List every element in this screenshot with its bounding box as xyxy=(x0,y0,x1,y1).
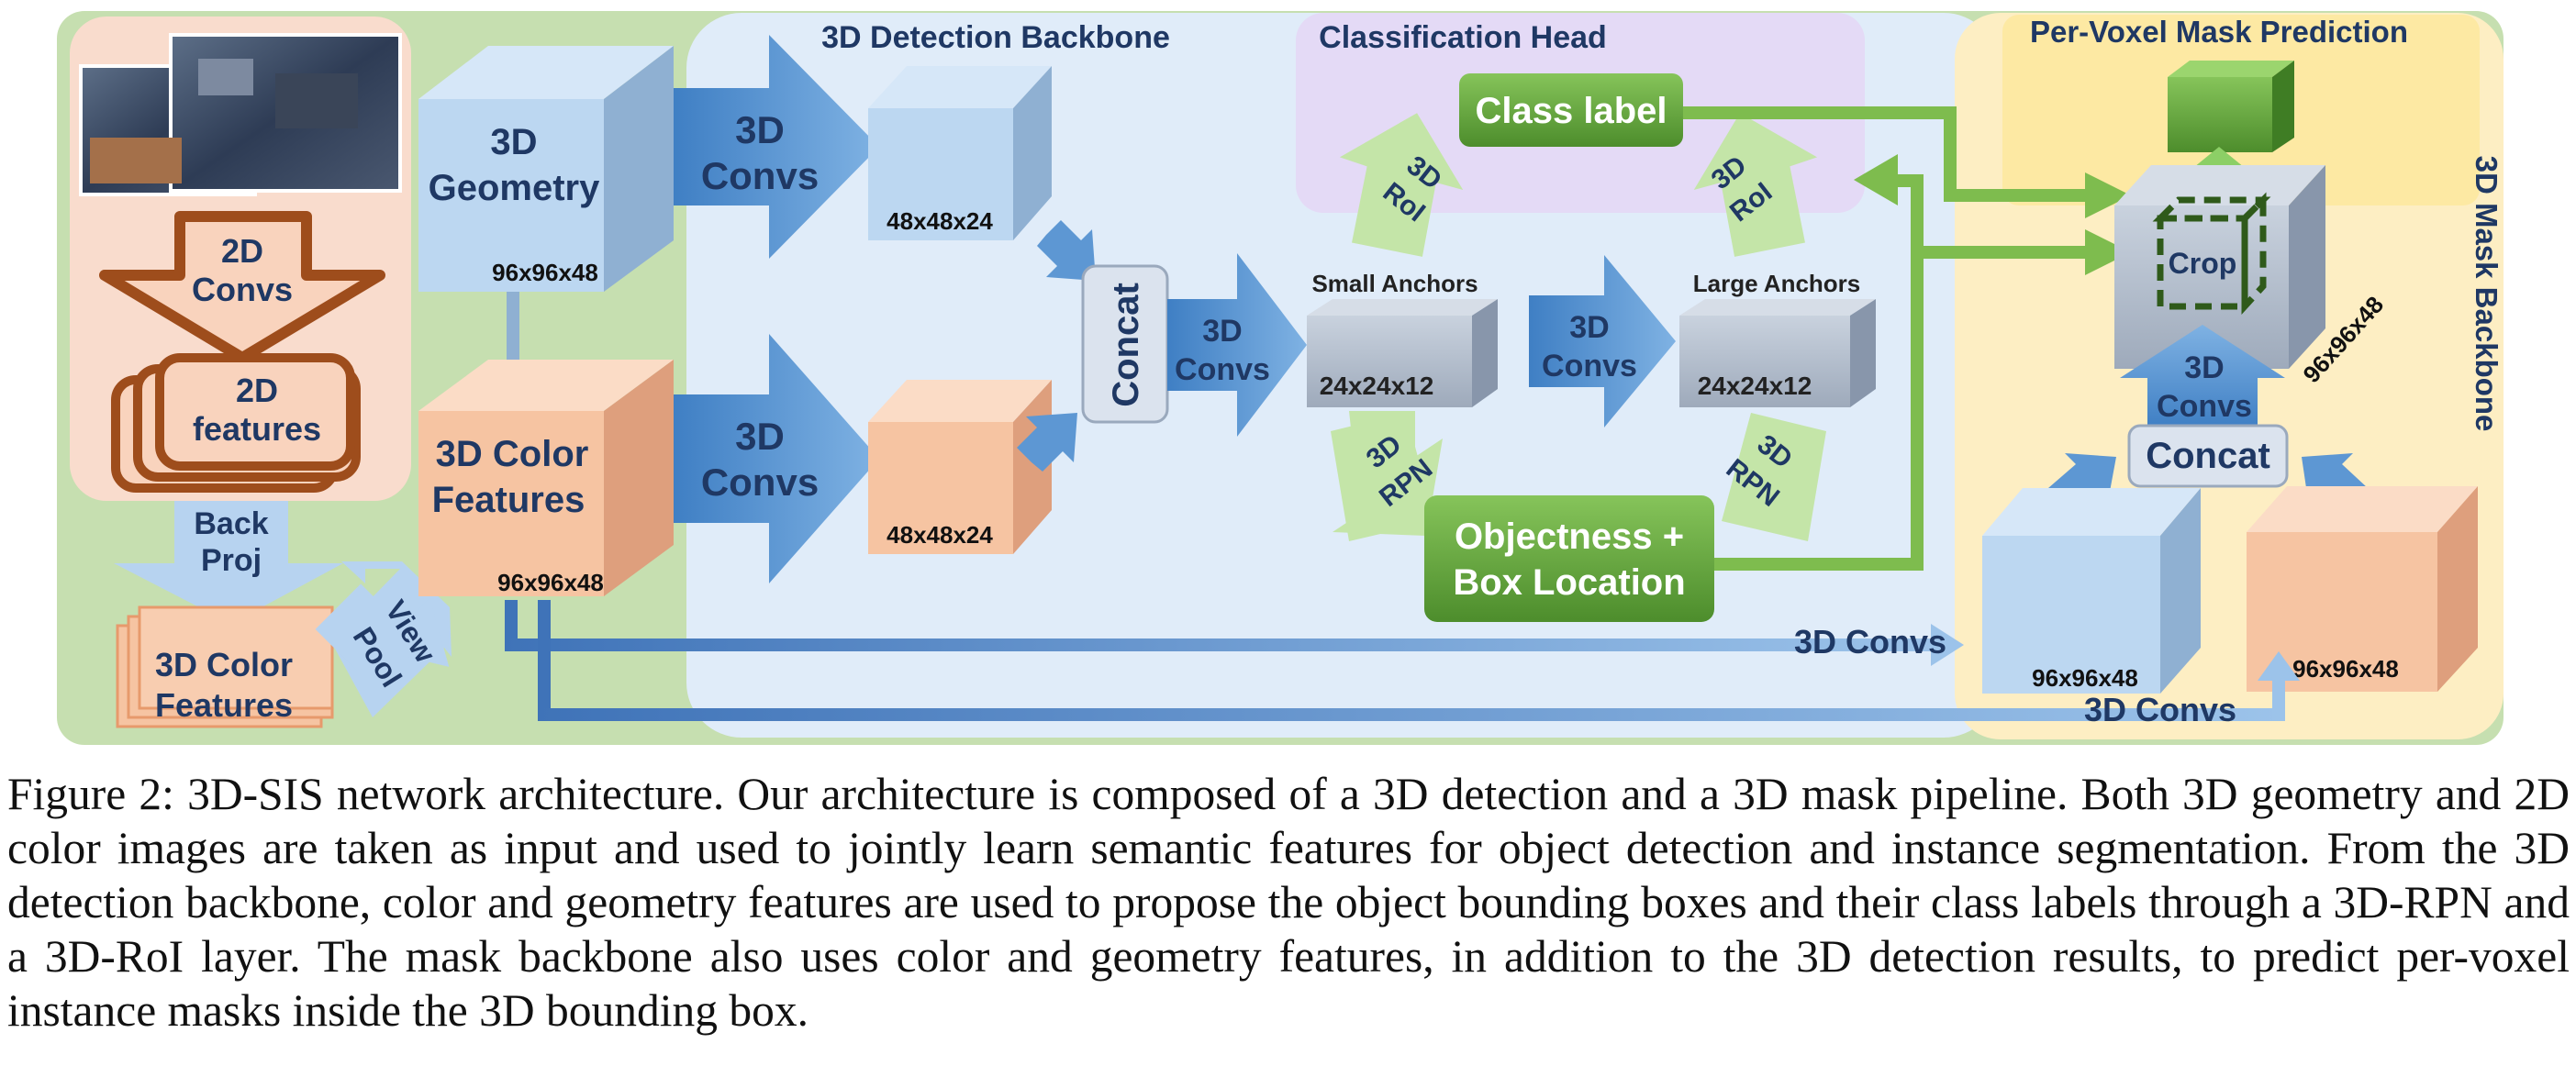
color-to-mask-long-connector xyxy=(538,600,2300,721)
color-3d-convs-arrow xyxy=(674,334,879,583)
mask-convs-label-line2: Convs xyxy=(2157,389,2252,424)
right-rpn-arrow xyxy=(1722,413,1826,541)
anchors-convs-label-line1: 3D xyxy=(1569,310,1609,345)
objectness-connector xyxy=(1714,154,2131,571)
small-anchors-label: Small Anchors xyxy=(1311,270,1478,297)
objectness-label-line2: Box Location xyxy=(1453,562,1685,603)
long-convs-label-geometry: 3D Convs xyxy=(1794,623,1946,661)
geometry-small-dims: 48x48x24 xyxy=(887,207,993,235)
mask-convs-label-line1: 3D xyxy=(2184,350,2224,385)
large-anchors-label: Large Anchors xyxy=(1693,270,1861,297)
anchors-3d-convs-arrow xyxy=(1529,255,1676,427)
crop-label: Crop xyxy=(2169,247,2237,280)
color-convs-label-line1: 3D xyxy=(735,415,785,458)
crop-dashed-box xyxy=(2152,192,2271,316)
3d-color-features-cube xyxy=(418,360,674,596)
3d-geometry-cube xyxy=(418,46,674,292)
2d-features-stack xyxy=(111,353,361,493)
left-rpn-arrow-body xyxy=(1331,413,1435,541)
3d-color-features-stack xyxy=(116,605,334,728)
classification-head-title: Classification Head xyxy=(1319,20,1607,55)
2d-features-label-line1: 2D xyxy=(236,372,278,409)
back-proj-label-line2: Proj xyxy=(201,543,262,578)
mask-backbone-title: 3D Mask Backbone xyxy=(2470,156,2504,432)
detection-backbone-title: 3D Detection Backbone xyxy=(821,20,1170,55)
2d-convs-label-line1: 2D xyxy=(221,232,263,270)
geometry-to-color-connector xyxy=(507,292,519,361)
mask-3d-convs-arrow xyxy=(2120,325,2285,427)
color-features-dims: 96x96x48 xyxy=(497,569,604,596)
class-label-connector xyxy=(1683,106,2131,218)
input-color-features-line2: Features xyxy=(155,686,293,724)
class-label-box xyxy=(1459,73,1683,147)
view-pool-arrow-head xyxy=(315,583,450,672)
geometry-to-concat-arrow xyxy=(1037,220,1096,281)
geometry-label-line2: Geometry xyxy=(429,168,600,208)
mask-concat-box xyxy=(2127,424,2289,488)
class-label-text: Class label xyxy=(1475,91,1667,131)
figure-caption: Figure 2: 3D-SIS network architecture. O… xyxy=(7,769,2570,1036)
right-roi-arrow xyxy=(1693,113,1818,257)
detection-concat-label: Concat xyxy=(1106,283,1146,407)
large-anchors-dims: 24x24x12 xyxy=(1698,372,1812,400)
objectness-box xyxy=(1424,495,1714,622)
mask-concat-label: Concat xyxy=(2146,436,2270,476)
geometry-to-mask-long-connector xyxy=(505,600,1964,666)
color-features-label-line2: Features xyxy=(432,480,585,520)
color-features-label-line1: 3D Color xyxy=(436,434,589,474)
mask-color-dims: 96x96x48 xyxy=(2292,655,2399,683)
architecture-diagram: 3D Detection Backbone Classification Hea… xyxy=(57,11,2504,745)
color-to-concat-arrow xyxy=(1017,413,1077,472)
geometry-convs-label-line1: 3D xyxy=(735,108,785,151)
small-anchors-cube xyxy=(1307,299,1498,407)
geometry-convs-label-line2: Convs xyxy=(701,154,819,197)
large-anchors-cube xyxy=(1679,299,1876,407)
concat-3d-convs-arrow xyxy=(1167,253,1307,437)
geometry-dims: 96x96x48 xyxy=(492,259,598,286)
left-roi-arrow xyxy=(1339,113,1464,257)
2d-convs-arrow xyxy=(99,211,385,363)
color-small-dims: 48x48x24 xyxy=(887,521,993,549)
per-voxel-mask-title: Per-Voxel Mask Prediction xyxy=(2030,15,2408,49)
objectness-label-line1: Objectness + xyxy=(1455,516,1684,557)
geometry-label-line1: 3D xyxy=(490,122,537,162)
back-proj-arrow xyxy=(114,501,343,624)
mask-geometry-dims: 96x96x48 xyxy=(2032,664,2138,692)
2d-convs-label-line2: Convs xyxy=(192,271,293,308)
concat-convs-label-line1: 3D xyxy=(1202,314,1242,349)
input-color-features-line1: 3D Color xyxy=(155,646,293,683)
2d-features-label-line2: features xyxy=(193,410,321,448)
mask-prediction-cube xyxy=(2168,61,2294,152)
long-convs-label-color: 3D Convs xyxy=(2084,691,2236,728)
rgb-images-stack xyxy=(79,33,402,196)
back-proj-label-line1: Back xyxy=(194,506,268,541)
anchors-convs-label-line2: Convs xyxy=(1542,349,1637,383)
geometry-feature-cube-small xyxy=(868,66,1052,240)
mask-geometry-cube xyxy=(1982,488,2201,694)
color-convs-label-line2: Convs xyxy=(701,461,819,504)
geometry-3d-convs-arrow xyxy=(674,35,879,259)
concat-convs-label-line2: Convs xyxy=(1175,352,1270,387)
small-anchors-dims: 24x24x12 xyxy=(1320,372,1434,400)
